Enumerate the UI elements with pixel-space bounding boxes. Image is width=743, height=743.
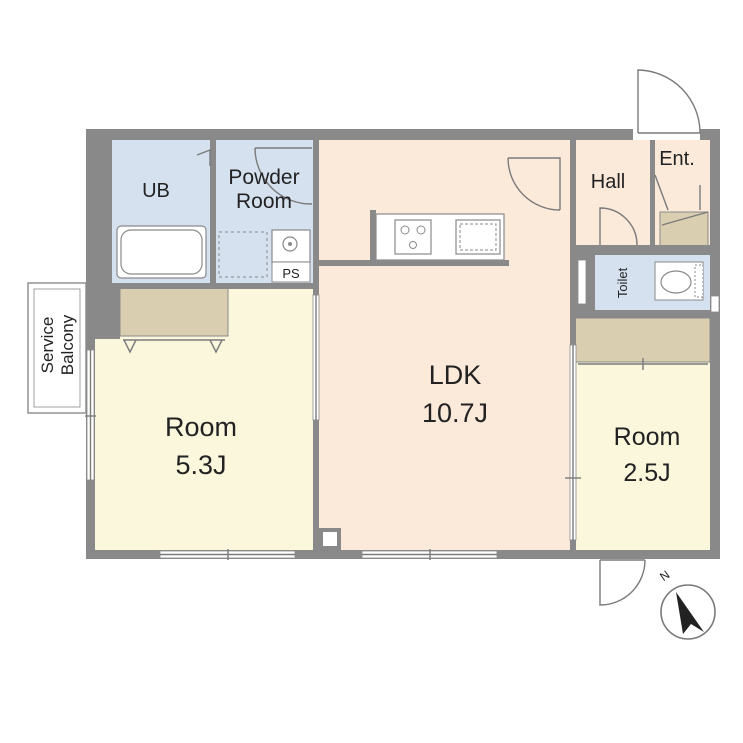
wall-hall-ent	[650, 140, 655, 245]
label-toilet: Toilet	[615, 267, 630, 298]
closet-room-right	[574, 317, 711, 363]
label-service-balcony-line2: Balcony	[58, 314, 77, 375]
wall-right	[710, 129, 720, 559]
wall-left-pier	[95, 289, 120, 339]
room-right-floor	[575, 362, 710, 550]
shoe-cabinet	[659, 211, 709, 247]
door-swing-powder	[254, 147, 313, 205]
door-swing-front	[637, 69, 701, 134]
door-swing-toilet	[599, 207, 638, 246]
closet-room-left	[119, 287, 229, 337]
kitchen-sink	[455, 219, 501, 255]
label-room-left-size: 5.3J	[175, 450, 226, 480]
label-powder-line1: Powder	[228, 166, 299, 189]
wall-hall-toilet	[575, 245, 710, 255]
label-ub: UB	[142, 180, 170, 202]
compass-label: N	[657, 568, 672, 584]
door-swing-ub	[196, 148, 211, 166]
window-right-closet	[710, 295, 720, 313]
window-toilet	[577, 259, 587, 305]
door-swing-ldk	[507, 157, 561, 211]
label-ldk: LDK	[429, 360, 482, 390]
column-ldk-inner	[323, 532, 337, 546]
hall-floor	[575, 140, 650, 250]
label-ps: PS	[282, 266, 300, 281]
wall-kitchen-ldk	[319, 260, 509, 266]
label-room-left: Room	[165, 412, 237, 442]
north-arrow-icon	[676, 592, 704, 634]
ldk-floor	[318, 140, 570, 550]
wall-wet-room	[95, 283, 319, 289]
wall-left	[86, 129, 95, 559]
wall-ub-left	[95, 140, 112, 285]
entrance-step	[654, 174, 701, 211]
label-powder-line2: Room	[236, 190, 292, 213]
label-room-right: Room	[614, 423, 681, 451]
wall-kitchen-end	[370, 210, 376, 266]
label-entrance: Ent.	[659, 148, 695, 170]
label-ldk-size: 10.7J	[422, 398, 488, 428]
wall-ub-powder	[210, 140, 216, 285]
label-hall: Hall	[591, 171, 625, 193]
wall-top	[86, 129, 633, 140]
washing-machine-pan	[218, 231, 268, 278]
label-room-right-size: 2.5J	[623, 459, 670, 487]
pipe-space	[271, 261, 311, 283]
stove	[394, 219, 432, 255]
label-service-balcony-line1: Service	[38, 317, 57, 374]
wall-toilet-closet	[575, 310, 710, 318]
door-swing-exterior	[599, 559, 646, 606]
compass: N	[657, 568, 716, 640]
service-balcony	[27, 282, 87, 414]
